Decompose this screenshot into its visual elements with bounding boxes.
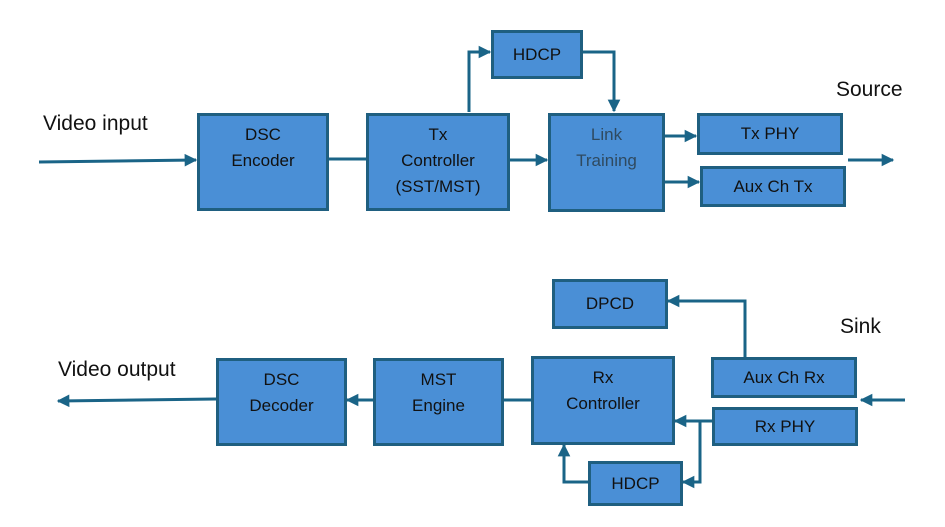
- source-hdcp-block: HDCP: [491, 30, 583, 79]
- video-output-label: Video output: [58, 358, 176, 381]
- arrow-dsc-decoder-to-video-output: [56, 394, 217, 408]
- rx-controller-block: Rx Controller: [531, 356, 675, 445]
- arrow-video-input-to-dsc-encoder: [38, 153, 198, 167]
- video-input-label: Video input: [43, 112, 148, 135]
- dsc-decoder-label: DSC Decoder: [249, 370, 314, 415]
- tx-controller-block: Tx Controller (SST/MST): [366, 113, 510, 211]
- rx-phy-label: Rx PHY: [754, 416, 816, 436]
- aux-ch-rx-label: Aux Ch Rx: [743, 367, 825, 387]
- aux-ch-tx-block: Aux Ch Tx: [700, 166, 846, 207]
- tx-controller-label: Tx Controller (SST/MST): [395, 125, 481, 196]
- arrow-tx-controller-to-hdcp: [467, 45, 492, 112]
- link-training-label: Link Training: [576, 125, 637, 170]
- arrow-rx-phy-to-hdcp: [681, 421, 702, 489]
- aux-ch-tx-label: Aux Ch Tx: [733, 176, 813, 196]
- dsc-decoder-block: DSC Decoder: [216, 358, 347, 446]
- dsc-encoder-label: DSC Encoder: [231, 125, 295, 170]
- sink-hdcp-label: HDCP: [611, 473, 660, 493]
- arrow-aux-ch-rx-to-dpcd: [666, 294, 747, 357]
- tx-phy-block: Tx PHY: [697, 113, 843, 155]
- mst-engine-label: MST Engine: [412, 370, 465, 415]
- rx-phy-block: Rx PHY: [712, 407, 858, 446]
- dsc-encoder-block: DSC Encoder: [197, 113, 329, 211]
- arrow-hdcp-to-rx-controller: [557, 443, 588, 484]
- source-hdcp-label: HDCP: [512, 44, 562, 64]
- dpcd-label: DPCD: [585, 294, 635, 313]
- rx-controller-label: Rx Controller: [566, 368, 640, 413]
- sink-label: Sink: [840, 315, 881, 338]
- arrow-hdcp-to-link-training: [582, 50, 621, 113]
- mst-engine-block: MST Engine: [373, 358, 504, 446]
- link-training-block: Link Training: [548, 113, 665, 212]
- sink-hdcp-block: HDCP: [588, 461, 683, 506]
- aux-ch-rx-block: Aux Ch Rx: [711, 357, 857, 398]
- tx-phy-label: Tx PHY: [740, 124, 800, 143]
- source-label: Source: [836, 78, 903, 101]
- dpcd-block: DPCD: [552, 279, 668, 329]
